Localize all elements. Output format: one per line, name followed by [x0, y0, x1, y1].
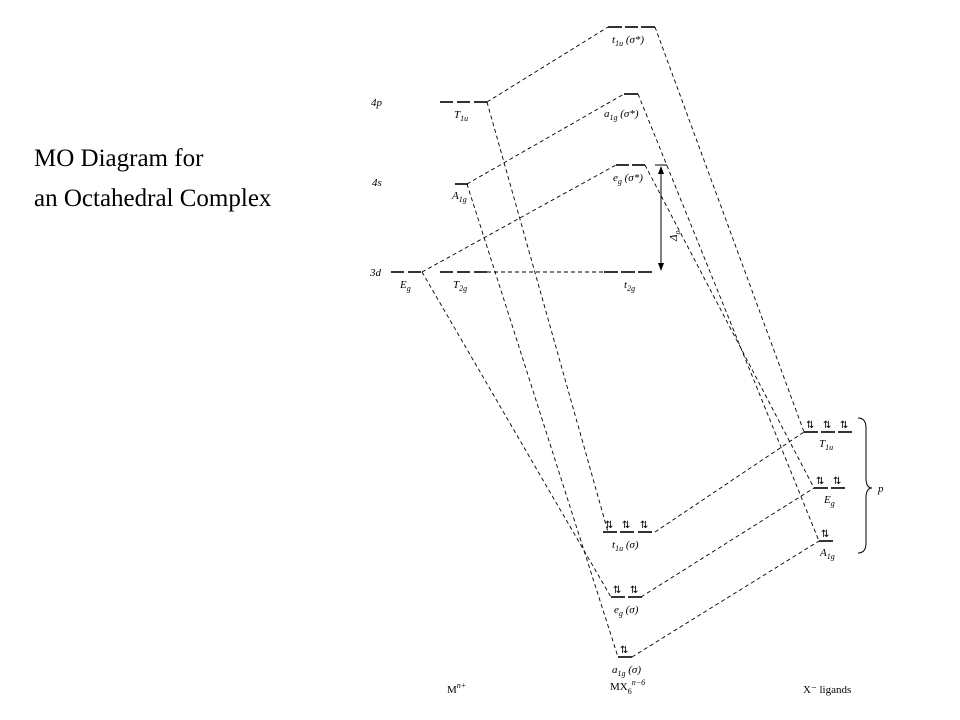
electron-pair-t1u-2: ⇅	[622, 520, 630, 531]
label-delta-o: Δo	[668, 231, 682, 242]
electron-pair-ligand-t1u-3: ⇅	[840, 420, 848, 431]
conn-metal-t1u-to-t1u	[486, 101, 609, 533]
label-a1g-star: a1g (σ*)	[604, 108, 639, 122]
label-t1u-star: t1u (σ*)	[612, 34, 644, 48]
column-label-ligands: X⁻ ligands	[803, 684, 851, 696]
molecular-orbitals: t1u (σ*) a1g (σ*) eg (σ*) t2g Δo ⇅ ⇅ ⇅ t…	[603, 26, 682, 678]
label-a1g: a1g (σ)	[612, 664, 641, 678]
label-metal-t2g: T2g	[453, 279, 467, 293]
conn-ligand-a1g-to-a1g-star	[637, 93, 820, 542]
conn-metal-eg-to-eg	[421, 271, 612, 598]
correlation-lines	[421, 26, 820, 658]
conn-ligand-t1u-to-t1u	[654, 431, 805, 533]
label-eg-star: eg (σ*)	[613, 172, 643, 186]
electron-pair-ligand-a1g: ⇅	[821, 529, 829, 540]
electron-pair-ligand-t1u-1: ⇅	[806, 420, 814, 431]
title-line-1: MO Diagram for	[34, 145, 204, 172]
conn-metal-a1g-to-a1g	[466, 183, 619, 658]
electron-pair-a1g: ⇅	[620, 645, 628, 656]
label-metal-t1u: T1u	[454, 109, 468, 123]
column-label-complex: MX6n−6	[610, 678, 645, 696]
label-ligand-a1g: A1g	[819, 547, 835, 561]
label-4s: 4s	[372, 177, 382, 189]
label-eg: eg (σ)	[614, 604, 639, 618]
column-labels: Mn+ MX6n−6 X⁻ ligands	[447, 678, 851, 696]
conn-metal-t1u-to-t1u-star	[486, 26, 609, 103]
column-label-metal: Mn+	[447, 681, 466, 696]
electron-pair-ligand-eg-1: ⇅	[816, 476, 824, 487]
label-t2g: t2g	[624, 279, 635, 293]
ligand-orbitals: ⇅ ⇅ ⇅ T1u ⇅ ⇅ Eg ⇅ A1g p	[804, 417, 884, 561]
conn-ligand-a1g-to-a1g	[631, 540, 820, 658]
conn-metal-eg-to-eg-star	[421, 164, 617, 273]
delta-arrow-head-up	[658, 166, 664, 174]
conn-ligand-eg-to-eg	[640, 487, 815, 598]
p-group-brace	[857, 417, 873, 554]
label-ligand-t1u: T1u	[819, 438, 833, 452]
label-p-group: p	[877, 483, 884, 495]
metal-orbitals: 4p 4s 3d T1u A1g Eg T2g	[369, 97, 487, 293]
electron-pair-eg-2: ⇅	[630, 585, 638, 596]
electron-pair-t1u-1: ⇅	[605, 520, 613, 531]
label-t1u: t1u (σ)	[612, 539, 639, 553]
label-3d: 3d	[369, 267, 382, 279]
label-metal-eg: Eg	[399, 279, 411, 293]
electron-pair-ligand-t1u-2: ⇅	[823, 420, 831, 431]
electron-pair-eg-1: ⇅	[613, 585, 621, 596]
label-metal-a1g: A1g	[451, 190, 467, 204]
title-line-2: an Octahedral Complex	[34, 185, 272, 212]
conn-ligand-eg-to-eg-star	[644, 164, 815, 489]
delta-arrow-head-down	[658, 263, 664, 271]
label-ligand-eg: Eg	[823, 494, 835, 508]
label-4p: 4p	[371, 97, 383, 109]
electron-pair-ligand-eg-2: ⇅	[833, 476, 841, 487]
conn-metal-a1g-to-a1g-star	[466, 93, 625, 185]
conn-ligand-t1u-to-t1u-star	[654, 26, 805, 433]
electron-pair-t1u-3: ⇅	[640, 520, 648, 531]
